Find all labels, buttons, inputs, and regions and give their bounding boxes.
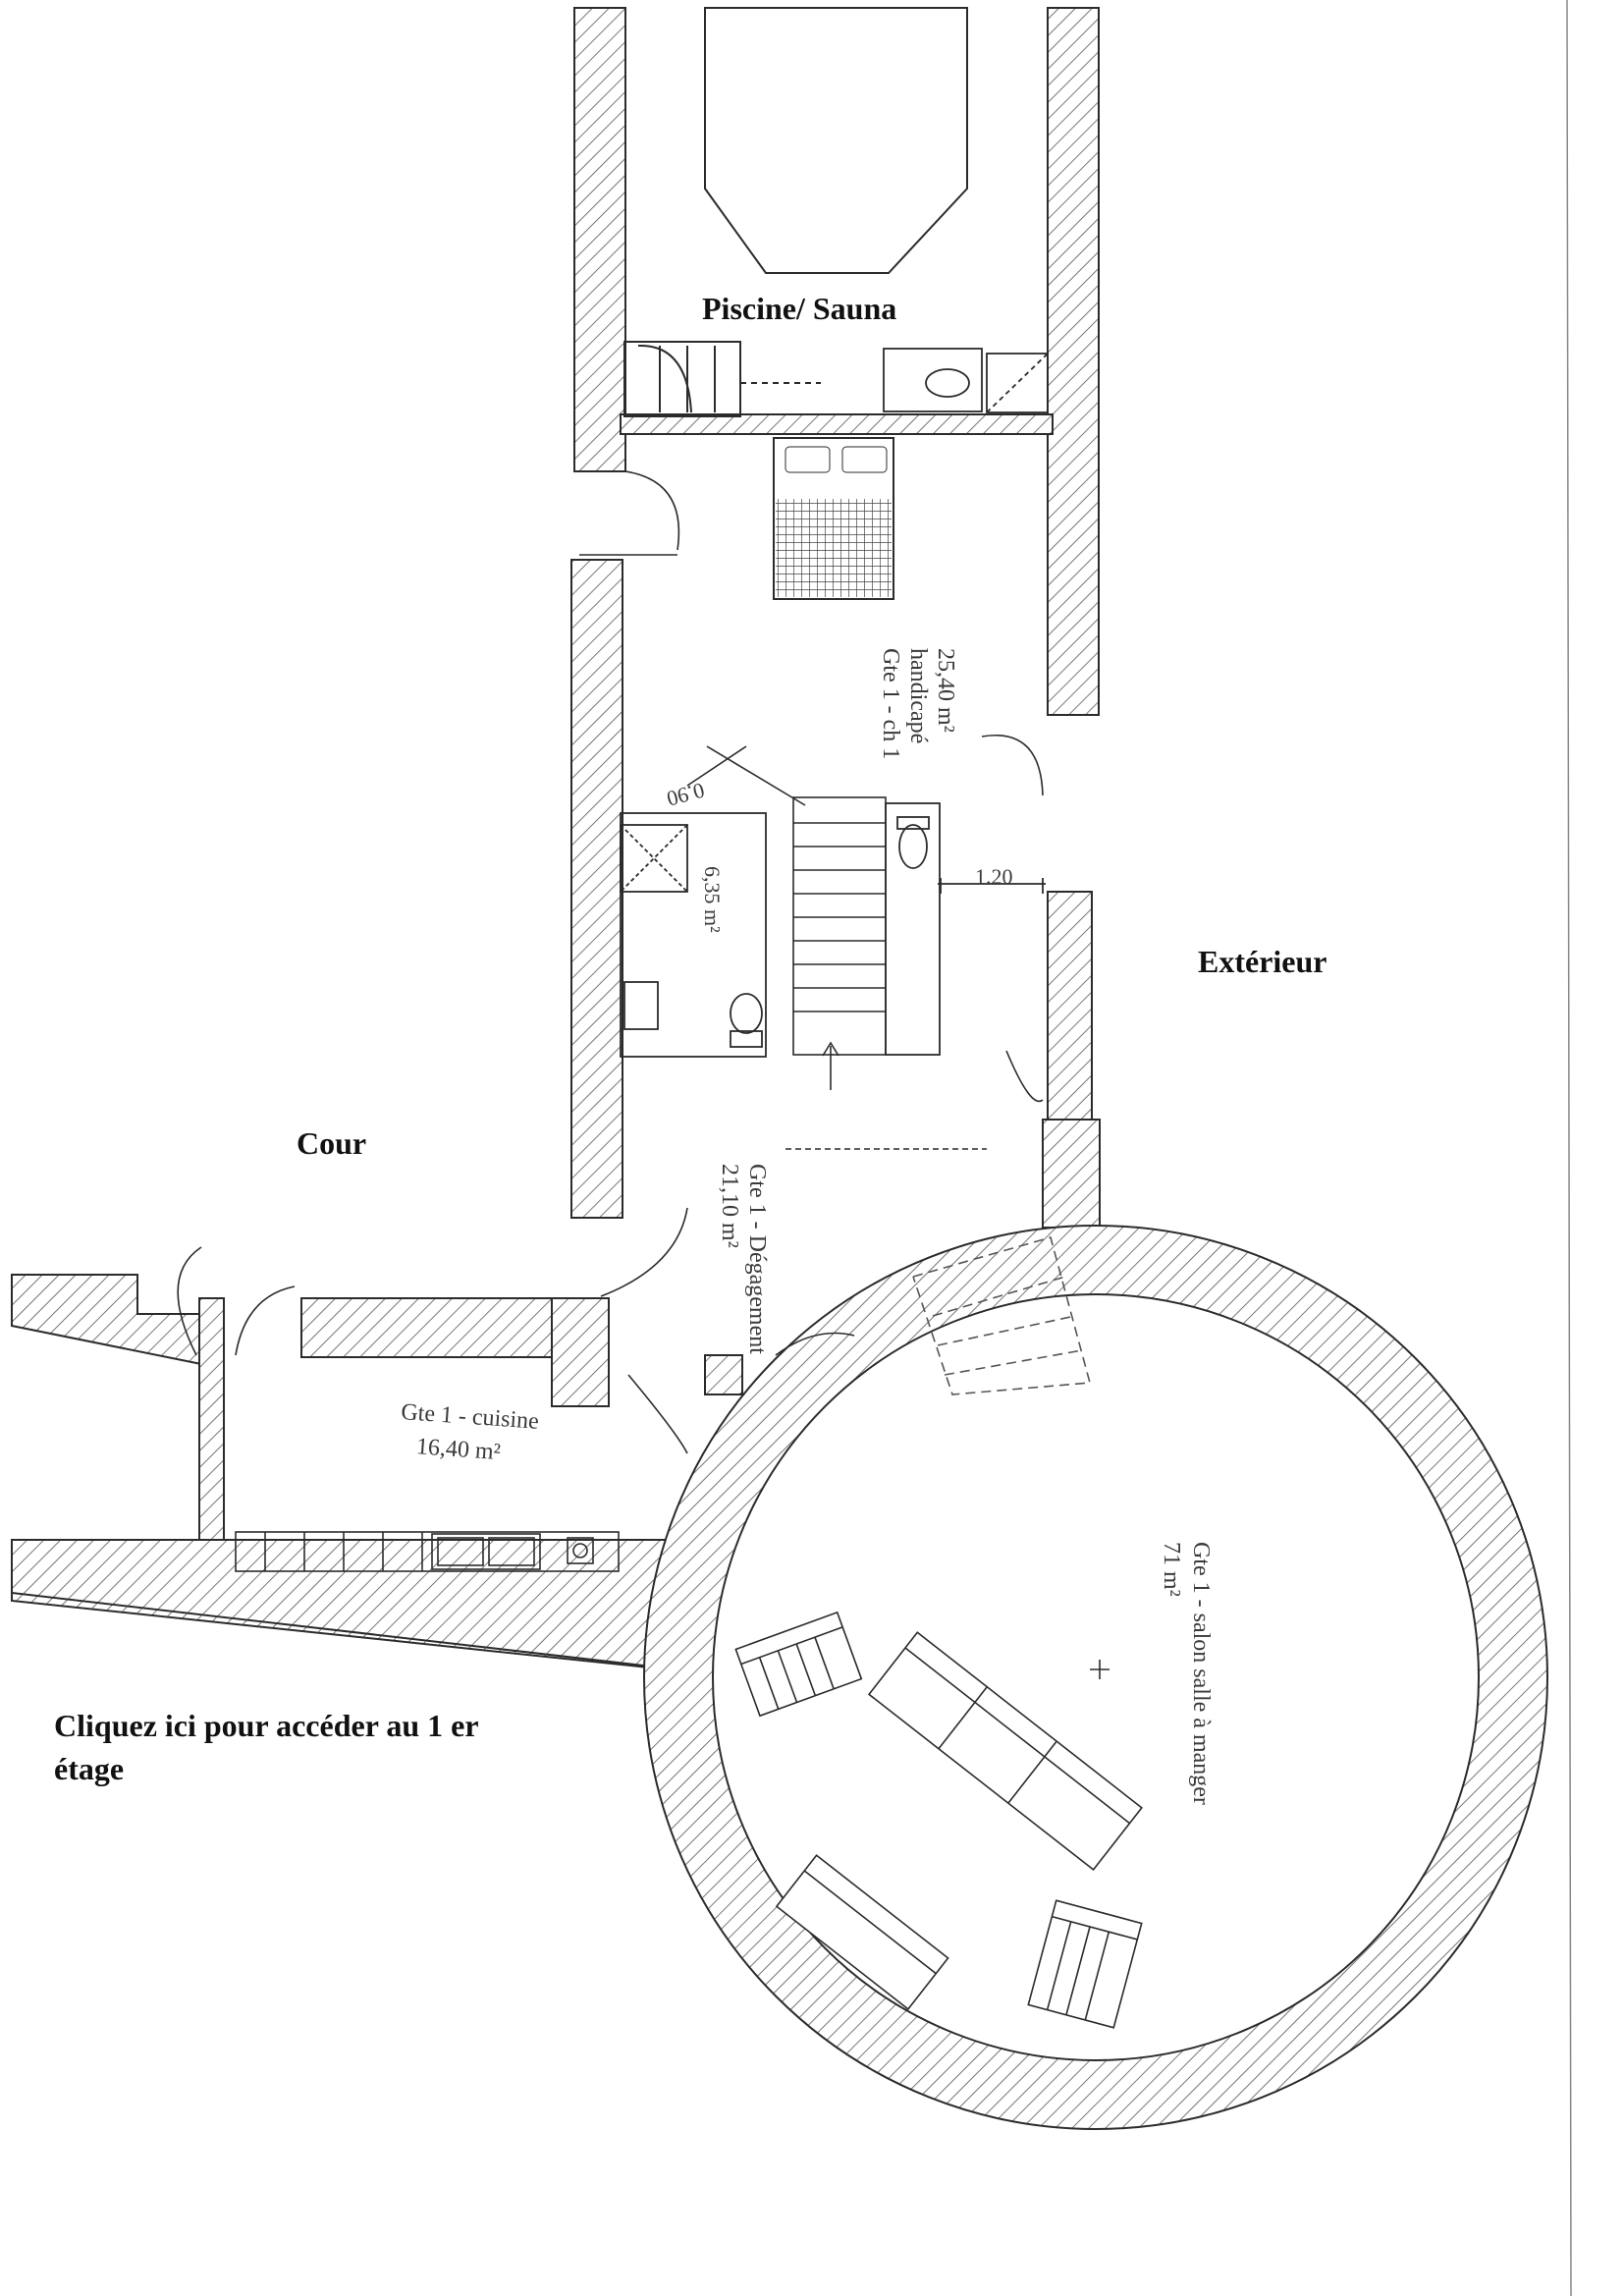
svg-text:Cliquez ici pour accéder au 1: Cliquez ici pour accéder au 1 er (54, 1708, 479, 1743)
svg-text:6,35 m²: 6,35 m² (700, 866, 725, 933)
svg-text:Gte 1 - cuisine: Gte 1 - cuisine (401, 1399, 540, 1435)
svg-text:21,10 m²: 21,10 m² (717, 1164, 742, 1248)
door-dimension: 0.90 (665, 778, 708, 811)
svg-text:Gte 1 - ch 1: Gte 1 - ch 1 (878, 648, 903, 759)
bed (773, 437, 894, 600)
svg-text:Gte 1 - Dégagement: Gte 1 - Dégagement (744, 1164, 770, 1354)
svg-text:16,40 m²: 16,40 m² (415, 1434, 501, 1465)
bathroom (620, 812, 767, 1058)
passage-dimension: 1.20 (975, 864, 1013, 889)
corridor-label: Gte 1 - Dégagement 21,10 m² (717, 1164, 770, 1354)
svg-text:71 m²: 71 m² (1159, 1542, 1184, 1597)
lower-wall (11, 1539, 694, 1671)
wc (885, 802, 1046, 1056)
bedroom-label: Gte 1 - ch 1 handicapé 25,40 m² (878, 648, 958, 759)
bathroom-label: 6,35 m² (700, 866, 725, 933)
svg-text:25,40 m²: 25,40 m² (933, 648, 958, 733)
courtyard-label: Cour (297, 1125, 366, 1161)
svg-text:étage: étage (54, 1751, 124, 1786)
svg-text:0.90: 0.90 (665, 778, 708, 811)
main-stairs (785, 796, 987, 1150)
kitchen-fixtures (235, 1531, 620, 1572)
tower-stairs (912, 1236, 1092, 1395)
pool (623, 7, 968, 417)
pool-label: Piscine/ Sauna (702, 291, 896, 326)
svg-text:handicapé: handicapé (905, 648, 931, 743)
living-furniture (734, 1611, 1143, 2029)
exterior-label: Extérieur (1198, 944, 1327, 979)
first-floor-link[interactable]: Cliquez ici pour accéder au 1 er étage (54, 1708, 479, 1786)
kitchen-label: Gte 1 - cuisine 16,40 m² (401, 1399, 540, 1465)
pool-sanitary (883, 348, 1049, 413)
living-label: Gte 1 - salon salle à manger 71 m² (1159, 1542, 1214, 1805)
svg-text:Gte 1 - salon salle à manger: Gte 1 - salon salle à manger (1188, 1542, 1214, 1805)
doors (177, 470, 1044, 1454)
page-edge (1566, 0, 1572, 2296)
